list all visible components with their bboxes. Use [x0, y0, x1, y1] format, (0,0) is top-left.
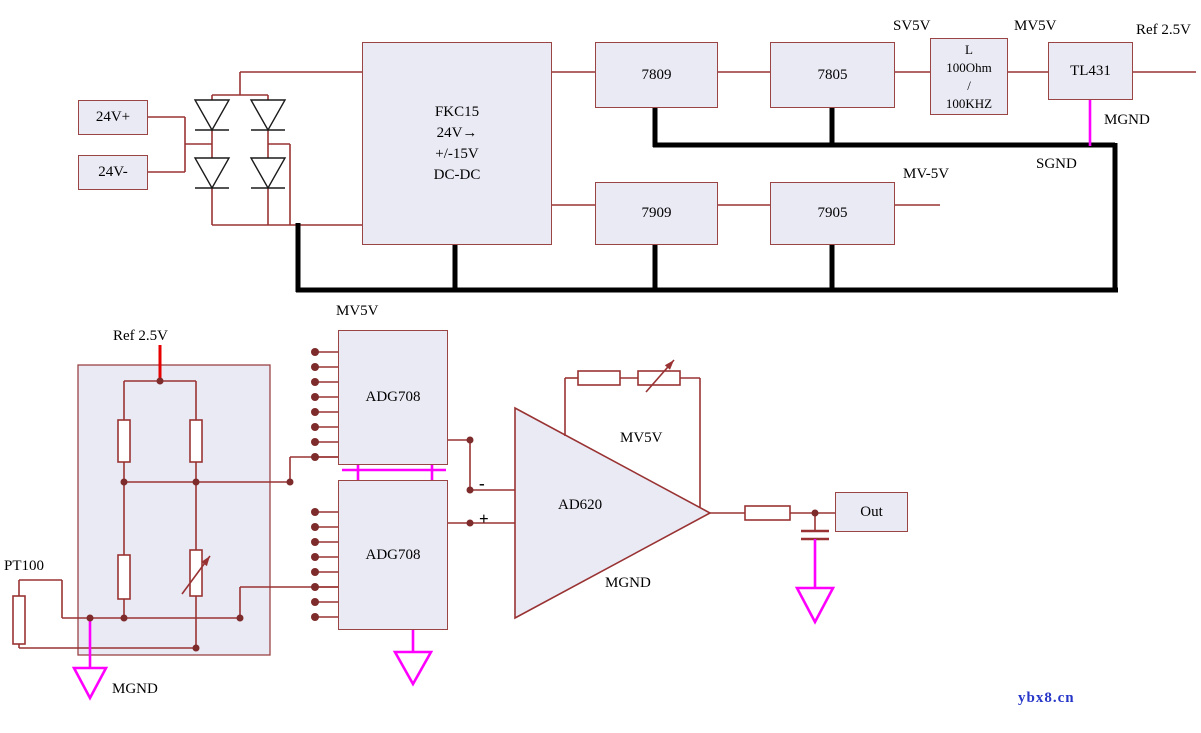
input-24v-minus-label: 24V- [98, 164, 128, 180]
regulator-7905-box: 7905 [770, 182, 895, 245]
label-input-minus: - [479, 474, 485, 493]
mux2-label: ADG708 [365, 546, 421, 563]
mux1-pins [311, 348, 338, 461]
bridge-rectifier [148, 71, 362, 226]
lc-filter-box: L 100Ohm / 100KHZ [930, 38, 1008, 115]
amplifier-triangle [514, 406, 712, 620]
feedback-network [564, 359, 701, 507]
mux-supply-link [342, 465, 446, 480]
resistor [744, 505, 791, 521]
label-ref25-network: Ref 2.5V [113, 328, 168, 344]
label-mux-supply: MV5V [336, 303, 379, 319]
label-amp-name: AD620 [558, 497, 603, 513]
filter-line-2: 100Ohm [946, 59, 992, 75]
diode-icon [193, 99, 231, 132]
label-amp-supply: MV5V [620, 430, 663, 446]
regulator-7805-box: 7805 [770, 42, 895, 108]
filter-line-3: / [967, 77, 971, 93]
filter-line-1: L [965, 41, 973, 57]
mux1-label: ADG708 [365, 389, 421, 405]
resistor [117, 554, 131, 600]
label-input-plus: + [479, 509, 489, 528]
resistor [117, 419, 131, 463]
mux2-pins [311, 508, 338, 621]
mgnd-ground-mux [392, 630, 434, 687]
label-mgnd-top: MGND [1104, 112, 1150, 128]
mux1-adg708-box: ADG708 [338, 330, 448, 465]
tl431-label: TL431 [1070, 62, 1111, 79]
dcdc-line-2: 24V→ [436, 124, 478, 141]
mux-output-wires [448, 439, 515, 524]
regulator-7805-label: 7805 [817, 66, 848, 83]
dcdc-line-4: DC-DC [433, 166, 481, 183]
diode-icon [249, 99, 287, 132]
label-mv5v-top: MV5V [1014, 18, 1057, 34]
label-ref25-top: Ref 2.5V [1136, 22, 1191, 38]
regulator-7809-box: 7809 [595, 42, 718, 108]
regulator-7809-label: 7809 [641, 66, 672, 83]
resistor [189, 419, 203, 463]
input-24v-minus-box: 24V- [78, 155, 148, 190]
ground-symbol-icon [392, 650, 434, 687]
mgnd-ground-left [71, 618, 109, 701]
ground-bus [295, 108, 1118, 293]
label-mv-neg5v: MV-5V [903, 166, 950, 182]
filter-line-4: 100KHZ [945, 95, 993, 111]
ground-symbol-icon [71, 666, 109, 701]
junction-dots [86, 377, 819, 652]
output-network [710, 505, 836, 625]
dcdc-converter-box: FKC15 24V→ +/-15V DC-DC [362, 42, 552, 245]
pt100-sensor [12, 579, 196, 649]
label-sv5v: SV5V [893, 18, 931, 34]
tl431-box: TL431 [1048, 42, 1133, 100]
regulator-7909-label: 7909 [641, 205, 672, 221]
label-pt100: PT100 [4, 558, 45, 574]
input-24v-plus-label: 24V+ [95, 109, 131, 125]
dcdc-line-1: FKC15 [434, 103, 480, 120]
diode-icon [249, 157, 287, 190]
label-mgnd-left: MGND [112, 681, 158, 697]
variable-resistor [189, 549, 203, 597]
mux2-adg708-box: ADG708 [338, 480, 448, 630]
regulator-7905-label: 7905 [817, 205, 848, 221]
resistor [577, 370, 621, 386]
pt100-resistor [12, 595, 26, 645]
regulator-7909-box: 7909 [595, 182, 718, 245]
dcdc-line-3: +/-15V [435, 145, 479, 162]
diode-icon [193, 157, 231, 190]
output-box: Out [835, 492, 908, 532]
resistor-network-box [77, 364, 271, 656]
output-label: Out [860, 503, 883, 520]
label-amp-gnd: MGND [605, 575, 651, 591]
watermark: ybx8.cn [1018, 690, 1075, 706]
ground-symbol-icon [794, 586, 836, 625]
input-24v-plus-box: 24V+ [78, 100, 148, 135]
label-sgnd: SGND [1036, 156, 1077, 172]
